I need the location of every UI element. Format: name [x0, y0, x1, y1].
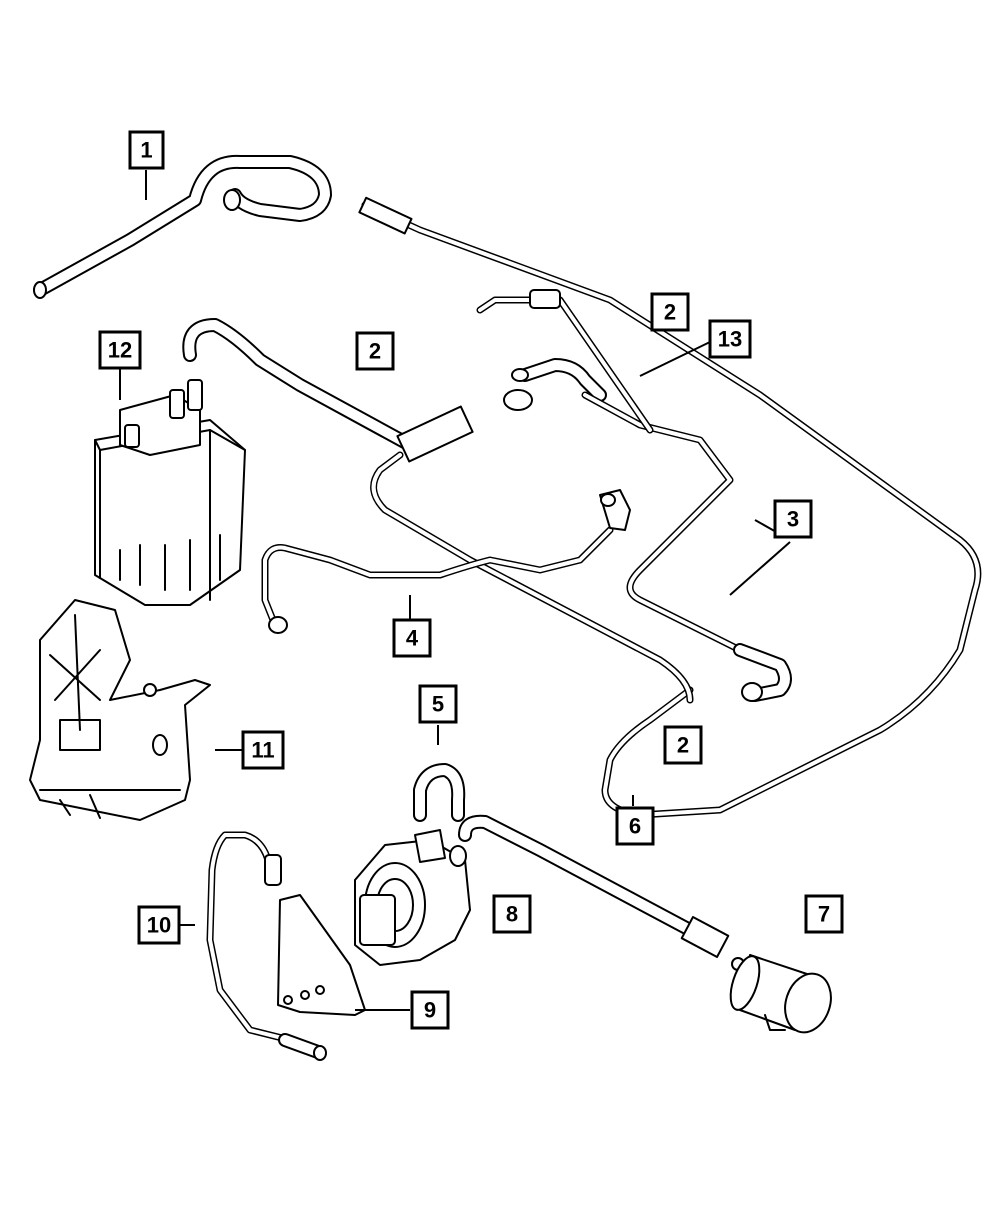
callout-3-label: 3 — [787, 507, 799, 532]
part-2-line-long — [358, 196, 982, 819]
callout-5: 5 — [418, 684, 458, 724]
part-8-hose — [458, 814, 745, 971]
callout-5-label: 5 — [432, 692, 444, 717]
callout-10: 10 — [137, 905, 181, 945]
part-1-hose — [33, 154, 332, 299]
callout-2-mid: 2 — [355, 331, 395, 371]
callout-11-label: 11 — [251, 738, 274, 763]
callout-7-label: 7 — [818, 902, 830, 927]
callout-12-label: 12 — [108, 338, 132, 363]
callout-2-upper-right-label: 2 — [664, 300, 676, 325]
leader-lines — [119, 170, 791, 1011]
callout-2-upper-right: 2 — [650, 292, 690, 332]
callout-10-label: 10 — [147, 913, 171, 938]
callout-9-label: 9 — [424, 998, 436, 1023]
callout-7: 7 — [804, 894, 844, 934]
callout-6: 6 — [615, 806, 655, 846]
callout-11: 11 — [241, 730, 285, 770]
part-10-hose — [206, 831, 327, 1061]
callout-9: 9 — [410, 990, 450, 1030]
part-12-canister — [94, 379, 246, 606]
callout-4: 4 — [392, 618, 432, 658]
callout-12: 12 — [98, 330, 142, 370]
callout-2-lower-right: 2 — [663, 725, 703, 765]
callout-2-lower-right-label: 2 — [677, 733, 689, 758]
part-13-tee — [476, 289, 744, 654]
part-4-line — [261, 489, 631, 634]
callout-2-mid-label: 2 — [369, 339, 381, 364]
callout-1: 1 — [128, 130, 165, 170]
callout-1-label: 1 — [140, 138, 152, 163]
callout-13-label: 13 — [718, 327, 742, 352]
part-9-pump — [277, 829, 471, 1016]
callout-13: 13 — [708, 319, 752, 359]
part-5-elbow — [413, 763, 466, 822]
callout-6-label: 6 — [629, 814, 641, 839]
callout-8-label: 8 — [506, 902, 518, 927]
part-11-bracket — [29, 599, 211, 821]
callout-4-label: 4 — [406, 626, 419, 651]
part-3-elbow — [733, 643, 792, 702]
callout-3: 3 — [773, 499, 813, 539]
callout-8: 8 — [492, 894, 532, 934]
part-7-filter — [729, 954, 832, 1034]
part-2-hose-mid — [182, 318, 694, 704]
